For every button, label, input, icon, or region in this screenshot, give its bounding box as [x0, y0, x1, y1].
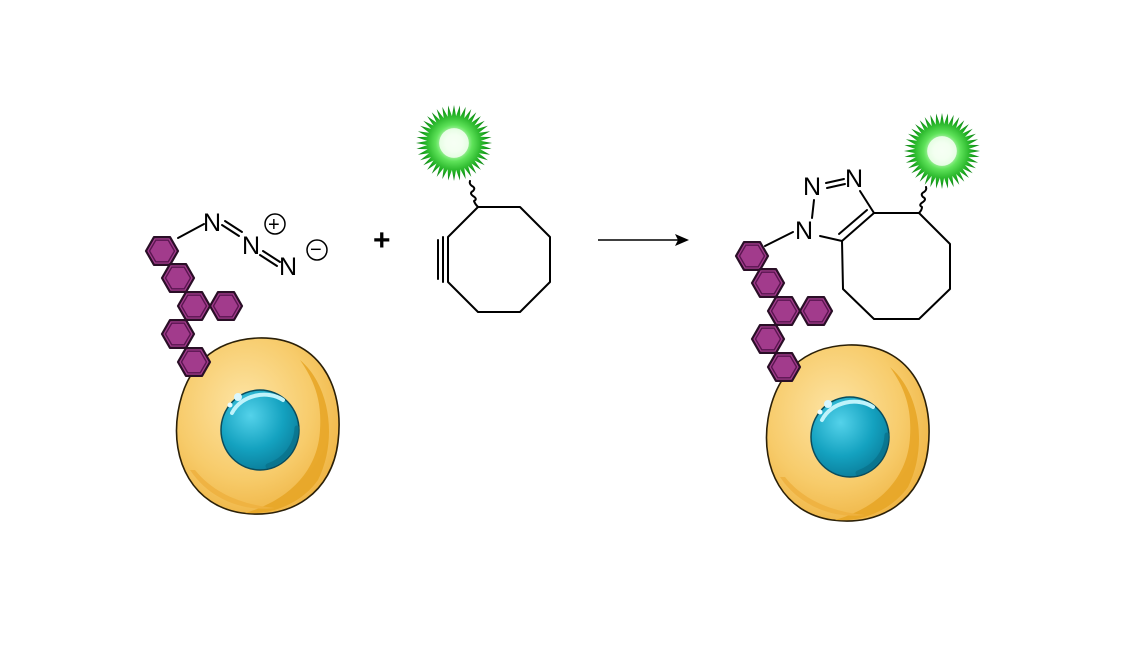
- triazole-n3-c-bond: [859, 190, 875, 214]
- sugar-hexagon: [176, 347, 212, 377]
- sugar-hexagon-inner: [754, 327, 782, 351]
- sugar-hexagon: [208, 291, 244, 321]
- sugar-hexagon: [160, 319, 196, 349]
- azide-n3-label: N: [279, 253, 297, 281]
- azide-double-bond-b1: [259, 254, 278, 267]
- sugar-hexagon-inner: [164, 266, 192, 290]
- sugar-hexagon-inner: [212, 294, 240, 318]
- triazole-product: N N N: [764, 165, 951, 320]
- sugar-hexagon: [750, 268, 786, 298]
- cyclooctyne-ring: [447, 206, 551, 313]
- sugar-hexagon: [144, 236, 180, 266]
- triazole-n1-n2-bond: [811, 199, 815, 219]
- sugar-hexagon-inner: [180, 294, 208, 318]
- azide-minus-label: −: [310, 239, 322, 261]
- fluorophore-reagent: [416, 105, 492, 181]
- right-nucleus: [810, 396, 890, 478]
- product-wavy-linker: [918, 186, 928, 214]
- sugar-hexagon-inner: [770, 299, 798, 323]
- right-glycan-chain: [734, 241, 834, 382]
- cyclooctene-ring: [841, 212, 951, 320]
- azide-n2-label: N: [242, 232, 260, 260]
- triazole-n2-label: N: [803, 173, 821, 201]
- triazole-n3-label: N: [845, 165, 863, 193]
- fluorophore-product: [904, 113, 980, 189]
- sugar-hexagon: [750, 324, 786, 354]
- sugar-hexagon-inner: [164, 322, 192, 346]
- azide-double-bond-b2: [262, 250, 281, 263]
- sugar-hexagon-inner: [738, 244, 766, 268]
- fluorophore-core: [439, 128, 469, 158]
- azide-double-bond-a2: [224, 220, 243, 233]
- left-nucleus: [220, 389, 300, 471]
- cyclooctyne-wavy-linker: [468, 180, 479, 208]
- cyclooctyne: [437, 180, 551, 313]
- sugar-hexagon: [766, 296, 802, 326]
- sugar-hexagon: [176, 291, 212, 321]
- triazole-n1-c-bond: [819, 235, 843, 242]
- right-cell: [765, 344, 930, 522]
- azide-group: N N N + −: [177, 209, 328, 281]
- triazole-linker-bond: [764, 231, 794, 247]
- sugar-hexagon: [766, 352, 802, 382]
- left-cell-lower-shade: [190, 470, 275, 509]
- azide-linker-bond: [177, 223, 205, 239]
- sugar-hexagon: [160, 263, 196, 293]
- triazole-n1-label: N: [795, 217, 813, 245]
- plus-sign: +: [373, 224, 391, 257]
- triazole-fused-double-bond-b: [838, 209, 868, 235]
- sugar-hexagon-inner: [180, 350, 208, 374]
- azide-plus-charge: [264, 213, 286, 235]
- azide-double-bond-a1: [221, 224, 240, 237]
- left-cell-membrane-shade: [245, 360, 330, 514]
- triazole-n2-n3-bond-a: [825, 178, 845, 184]
- reaction-arrow: [598, 234, 689, 246]
- fluorophore-core: [927, 136, 957, 166]
- triazole-n2-n3-bond-b: [826, 183, 846, 189]
- right-cell-lower-shade: [780, 477, 865, 516]
- right-cell-membrane-shade: [835, 367, 920, 521]
- sugar-hexagon-inner: [754, 271, 782, 295]
- sugar-hexagon-inner: [148, 239, 176, 263]
- sugar-hexagon-inner: [802, 299, 830, 323]
- sugar-hexagon-inner: [770, 355, 798, 379]
- azide-n1-label: N: [203, 209, 221, 237]
- azide-minus-charge: [306, 239, 328, 261]
- sugar-hexagon: [798, 296, 834, 326]
- left-glycan-chain: [144, 236, 244, 377]
- sugar-hexagon: [734, 241, 770, 271]
- azide-plus-label: +: [268, 214, 280, 236]
- left-cell: [175, 337, 340, 515]
- triazole-fused-double-bond-a: [841, 212, 875, 242]
